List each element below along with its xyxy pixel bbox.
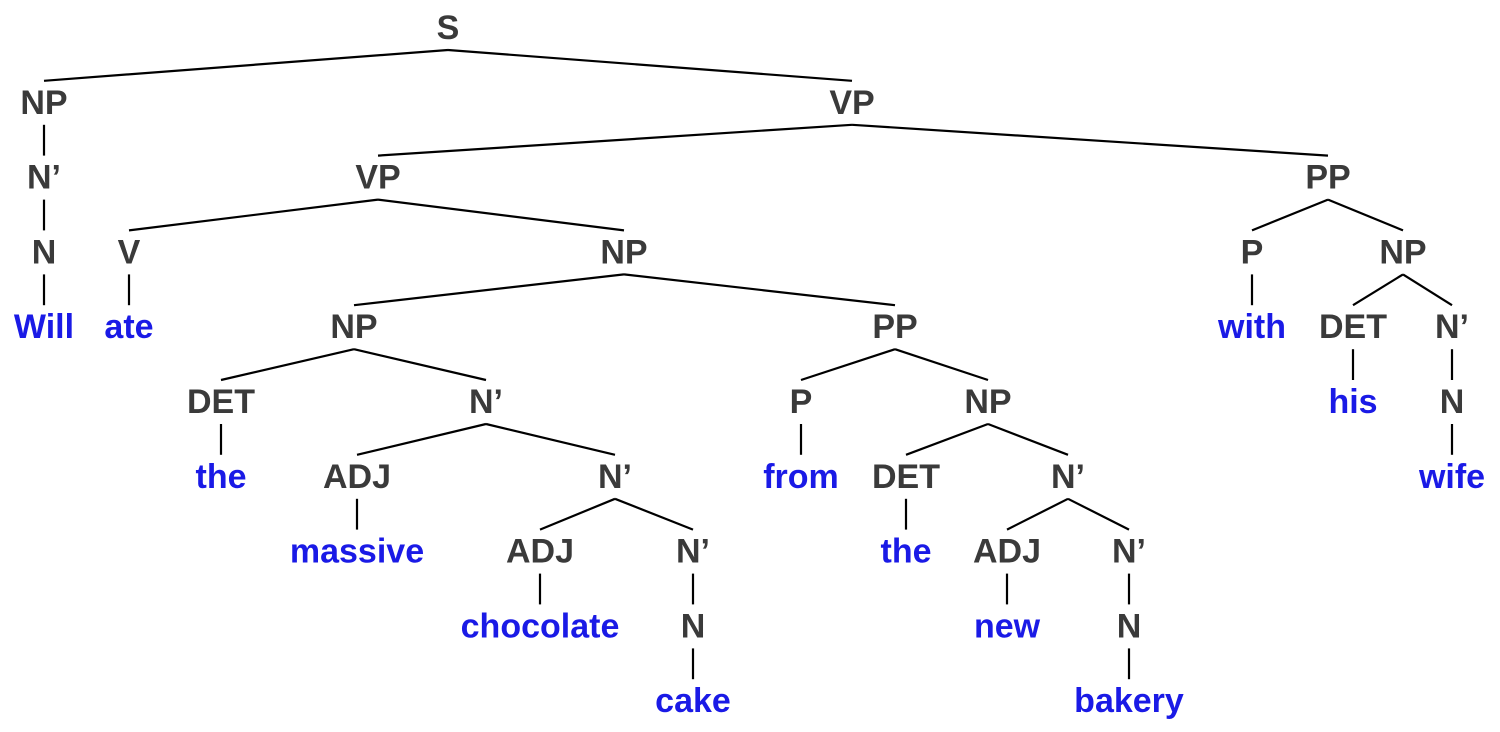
tree-edges [42, 48, 1454, 680]
tree-node-n: N [681, 607, 706, 645]
tree-node-s: S [437, 9, 460, 47]
tree-edge [905, 422, 989, 456]
tree-edge [356, 422, 487, 456]
tree-word-new: new [974, 607, 1041, 645]
tree-edge [1327, 198, 1404, 232]
tree-edge [220, 348, 355, 382]
tree-word-chocolate: chocolate [461, 607, 620, 645]
tree-node-pp: PP [872, 308, 917, 346]
tree-edge [894, 348, 989, 382]
tree-node-det: DET [1319, 308, 1387, 346]
tree-edge [1251, 198, 1329, 232]
tree-node-n: N [32, 233, 57, 271]
tree-node-vp: VP [829, 84, 874, 122]
tree-node-p: P [1241, 233, 1264, 271]
tree-edge [623, 273, 896, 307]
tree-edge [377, 123, 853, 157]
tree-node-det: DET [187, 383, 255, 421]
tree-node-nbar: N’ [1435, 308, 1469, 346]
tree-edge [43, 48, 449, 82]
tree-edge [1352, 273, 1404, 307]
tree-node-nbar: N’ [676, 533, 710, 571]
tree-node-nbar: N’ [598, 458, 632, 496]
tree-node-nbar: N’ [27, 159, 61, 197]
tree-edge [539, 497, 616, 531]
tree-word-his: his [1328, 383, 1377, 421]
tree-node-np: NP [330, 308, 377, 346]
tree-node-nbar: N’ [1051, 458, 1085, 496]
tree-node-v: V [118, 233, 141, 271]
tree-node-adj: ADJ [506, 533, 574, 571]
tree-word-bakery: bakery [1074, 682, 1184, 720]
tree-word-wife: wife [1418, 458, 1485, 496]
tree-node-p: P [790, 383, 813, 421]
tree-edge [353, 348, 487, 382]
tree-word-massive: massive [290, 533, 424, 571]
tree-word-ate: ate [104, 308, 153, 346]
tree-node-adj: ADJ [973, 533, 1041, 571]
tree-edge [1402, 273, 1453, 307]
tree-word-the: the [881, 533, 932, 571]
tree-node-pp: PP [1305, 159, 1350, 197]
tree-edge [1067, 497, 1130, 531]
tree-edge [800, 348, 896, 382]
tree-edge [447, 48, 853, 82]
tree-edge [987, 422, 1069, 456]
tree-node-adj: ADJ [323, 458, 391, 496]
tree-node-n: N [1440, 383, 1465, 421]
tree-word-cake: cake [655, 682, 731, 720]
tree-edge [614, 497, 694, 531]
tree-node-np: NP [20, 84, 67, 122]
tree-edge [851, 123, 1329, 157]
tree-node-vp: VP [355, 159, 400, 197]
tree-word-from: from [763, 458, 839, 496]
tree-node-nbar: N’ [469, 383, 503, 421]
tree-node-nbar: N’ [1112, 533, 1146, 571]
tree-edge [377, 198, 625, 232]
tree-node-np: NP [1379, 233, 1426, 271]
tree-edge [353, 273, 625, 307]
tree-node-n: N [1117, 607, 1142, 645]
tree-word-the: the [196, 458, 247, 496]
tree-edge [485, 422, 616, 456]
tree-word-will: Will [14, 308, 74, 346]
tree-edge [128, 198, 379, 232]
tree-node-np: NP [964, 383, 1011, 421]
tree-nodes: SNPN’NWillVPVPVateNPNPDETtheN’ADJmassive… [14, 9, 1485, 720]
tree-node-np: NP [600, 233, 647, 271]
tree-edge [1006, 497, 1069, 531]
tree-node-det: DET [872, 458, 940, 496]
tree-word-with: with [1217, 308, 1286, 346]
